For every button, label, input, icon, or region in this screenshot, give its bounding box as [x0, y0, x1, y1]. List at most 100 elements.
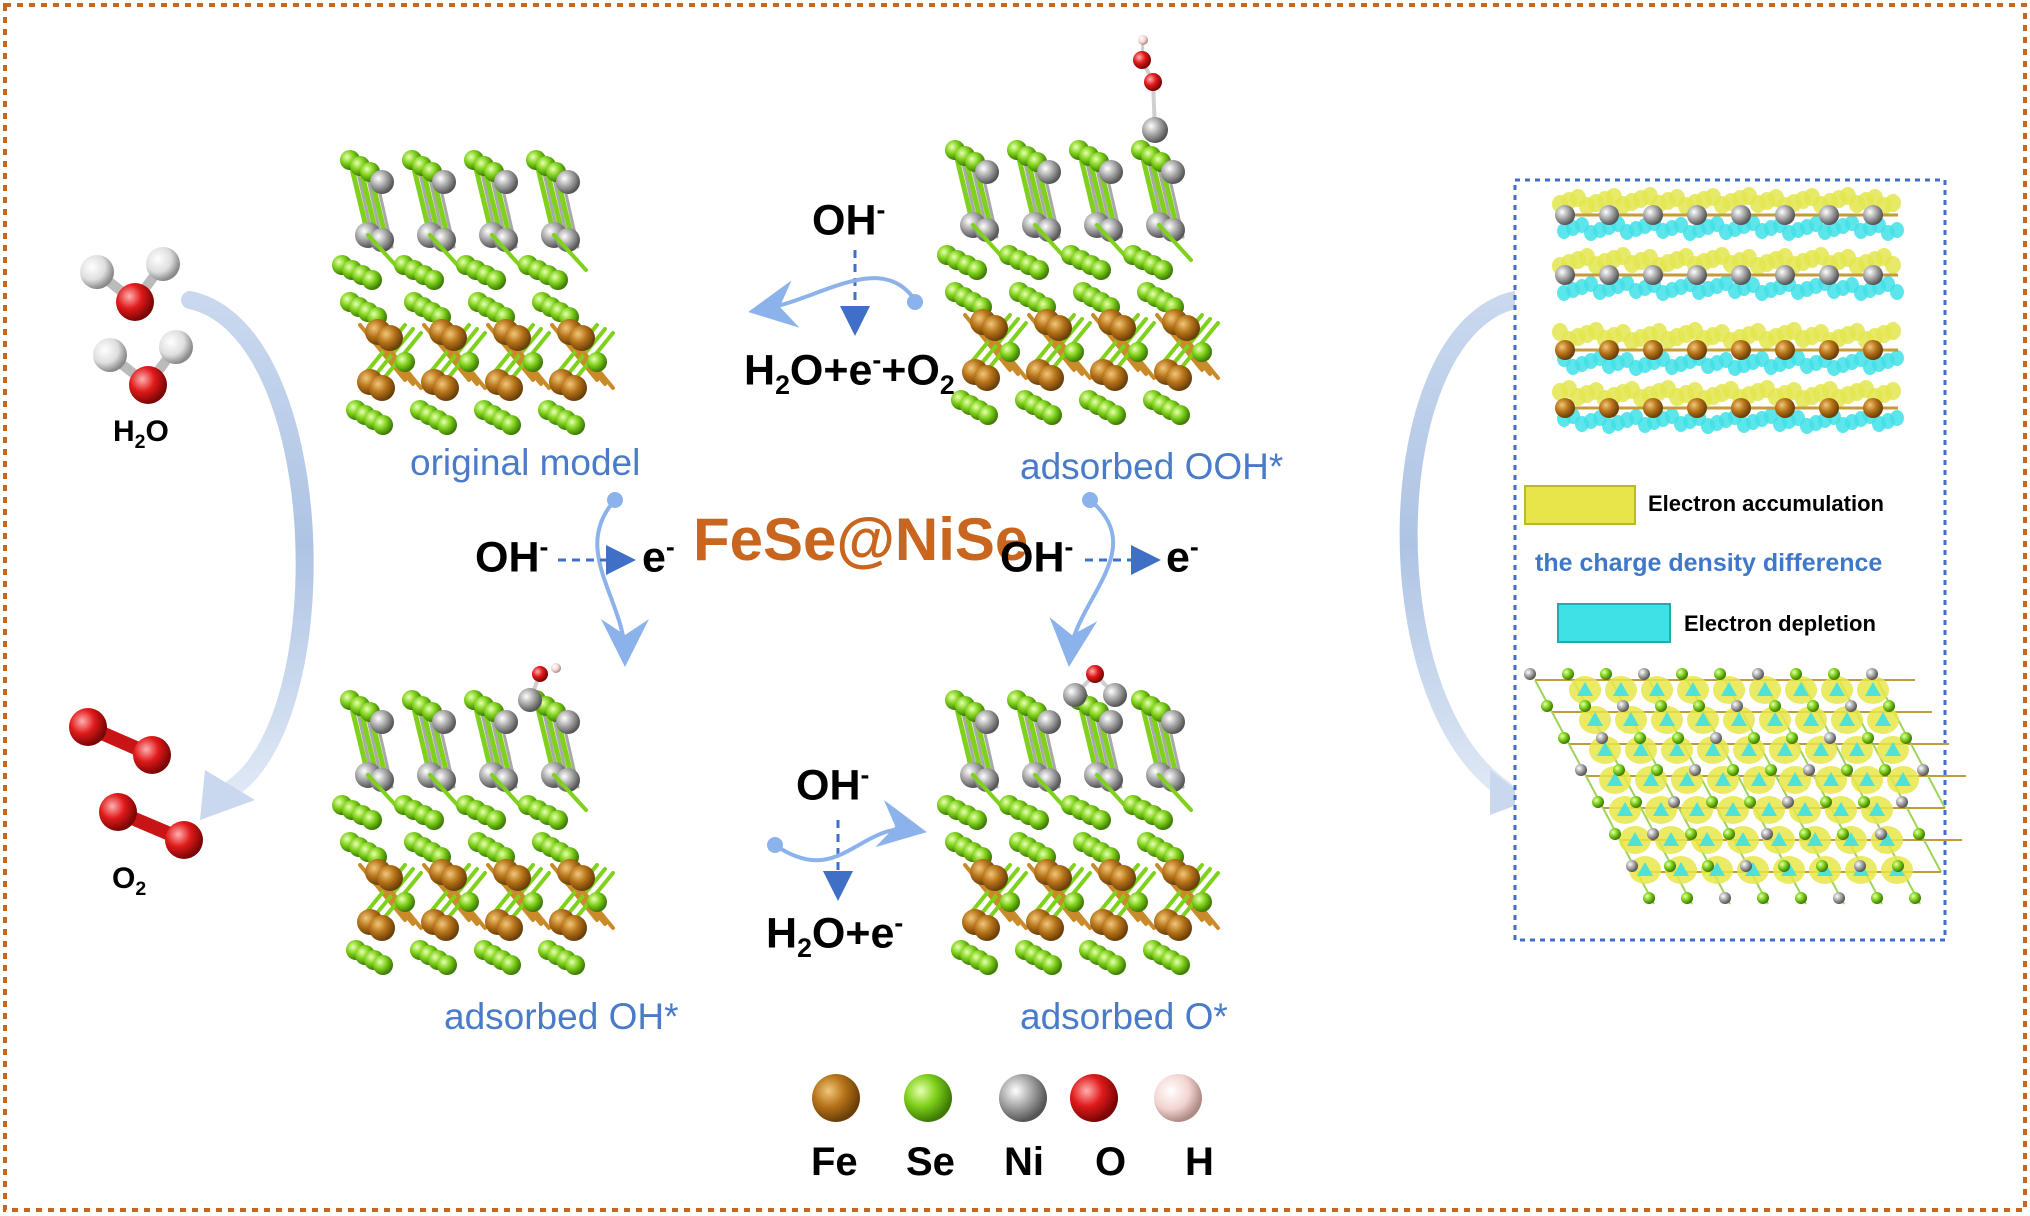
- depletion-lobe: [1731, 712, 1747, 726]
- ni-atom: [1824, 732, 1836, 744]
- depletion-lobe: [1745, 862, 1761, 876]
- se-atom: [373, 415, 393, 435]
- o-atom: [69, 708, 107, 746]
- fe-atom: [1819, 398, 1839, 418]
- h-atom: [551, 663, 561, 673]
- se-atom: [362, 810, 382, 830]
- fe-atom: [982, 315, 1008, 341]
- ni-atom: [1037, 710, 1061, 734]
- outer-frame: [3, 3, 2027, 1212]
- se-atom: [1828, 668, 1840, 680]
- accumulation-lobe: [1885, 322, 1901, 340]
- accumulation-lobe: [1885, 194, 1901, 212]
- se-atom: [1900, 732, 1912, 744]
- o-atom: [532, 666, 548, 682]
- fe-atom: [982, 865, 1008, 891]
- se-atom: [1841, 764, 1853, 776]
- ni-atom: [1668, 796, 1680, 808]
- fe-atom: [1775, 398, 1795, 418]
- se-atom: [1042, 405, 1062, 425]
- top-product: H2O+e-+O2: [744, 345, 955, 400]
- se-atom: [523, 892, 543, 912]
- se-atom: [1883, 700, 1895, 712]
- se-atom: [978, 405, 998, 425]
- ni-atom: [1638, 668, 1650, 680]
- se-atom: [1862, 732, 1874, 744]
- ni-atom: [1740, 860, 1752, 872]
- se-atom: [1153, 810, 1173, 830]
- se-atom: [1858, 796, 1870, 808]
- ni-atom: [556, 170, 580, 194]
- depletion-lobe: [1649, 682, 1665, 696]
- se-atom: [486, 270, 506, 290]
- top-curve-dot: [907, 294, 923, 310]
- se-atom: [362, 270, 382, 290]
- se-atom: [1879, 764, 1891, 776]
- ni-atom: [1643, 265, 1663, 285]
- se-atom: [1064, 892, 1084, 912]
- se-atom: [1000, 892, 1020, 912]
- depletion-lobe: [1721, 682, 1737, 696]
- ni-atom: [1647, 828, 1659, 840]
- depletion-lobe: [1895, 772, 1911, 786]
- fe-atom: [1166, 915, 1192, 941]
- fe-atom: [812, 1074, 860, 1122]
- depletion-lobe: [1833, 802, 1849, 816]
- depletion-lobe: [1879, 832, 1895, 846]
- h-atom: [1154, 1074, 1202, 1122]
- ni-atom: [1875, 828, 1887, 840]
- right-product: e-: [1166, 532, 1199, 582]
- o-atom: [99, 793, 137, 831]
- charge-density-title: the charge density difference: [1535, 549, 1883, 577]
- legend-label-fe: Fe: [811, 1140, 858, 1184]
- fe-atom: [1046, 865, 1072, 891]
- ni-atom: [1782, 796, 1794, 808]
- fe-atom: [1110, 865, 1136, 891]
- ni-atom: [370, 710, 394, 734]
- depletion-swatch: [1557, 603, 1671, 643]
- se-atom: [501, 955, 521, 975]
- depletion-lobe: [1577, 682, 1593, 696]
- ni-atom: [1524, 668, 1536, 680]
- depletion-lobe: [1607, 772, 1623, 786]
- se-atom: [1757, 892, 1769, 904]
- accumulation-label: Electron accumulation: [1648, 491, 1884, 516]
- se-atom: [548, 810, 568, 830]
- o-atom: [129, 366, 167, 404]
- atom-legend: [812, 1074, 1202, 1122]
- fe-atom: [1599, 340, 1619, 360]
- fe-atom: [1038, 915, 1064, 941]
- se-atom: [1816, 860, 1828, 872]
- ni-atom: [1161, 160, 1185, 184]
- depletion-lobe: [1803, 712, 1819, 726]
- depletion-lobe: [1890, 222, 1904, 238]
- fe-atom: [1174, 865, 1200, 891]
- se-atom: [1871, 892, 1883, 904]
- fe-atom: [1174, 315, 1200, 341]
- fe-atom: [1110, 315, 1136, 341]
- depletion-lobe: [1623, 712, 1639, 726]
- se-atom: [1106, 955, 1126, 975]
- se-atom: [459, 352, 479, 372]
- ni-atom: [1775, 205, 1795, 225]
- fe-atom: [505, 325, 531, 351]
- o-atom: [1133, 51, 1151, 69]
- fe-atom: [1102, 365, 1128, 391]
- right-curve-dot: [1082, 492, 1098, 508]
- se-atom: [1786, 732, 1798, 744]
- se-atom: [978, 955, 998, 975]
- depletion-lobe: [1705, 742, 1721, 756]
- se-atom: [548, 270, 568, 290]
- ni-atom: [1643, 205, 1663, 225]
- fe-atom: [1555, 340, 1575, 360]
- bottom-reactant: OH-: [796, 760, 870, 810]
- se-atom: [1170, 405, 1190, 425]
- ni-atom: [1161, 710, 1185, 734]
- se-atom: [1676, 668, 1688, 680]
- depletion-lobe: [1807, 832, 1823, 846]
- se-atom: [1634, 732, 1646, 744]
- depletion-lobe: [1587, 712, 1603, 726]
- depletion-lobe: [1865, 682, 1881, 696]
- se-atom: [967, 810, 987, 830]
- se-atom: [1727, 764, 1739, 776]
